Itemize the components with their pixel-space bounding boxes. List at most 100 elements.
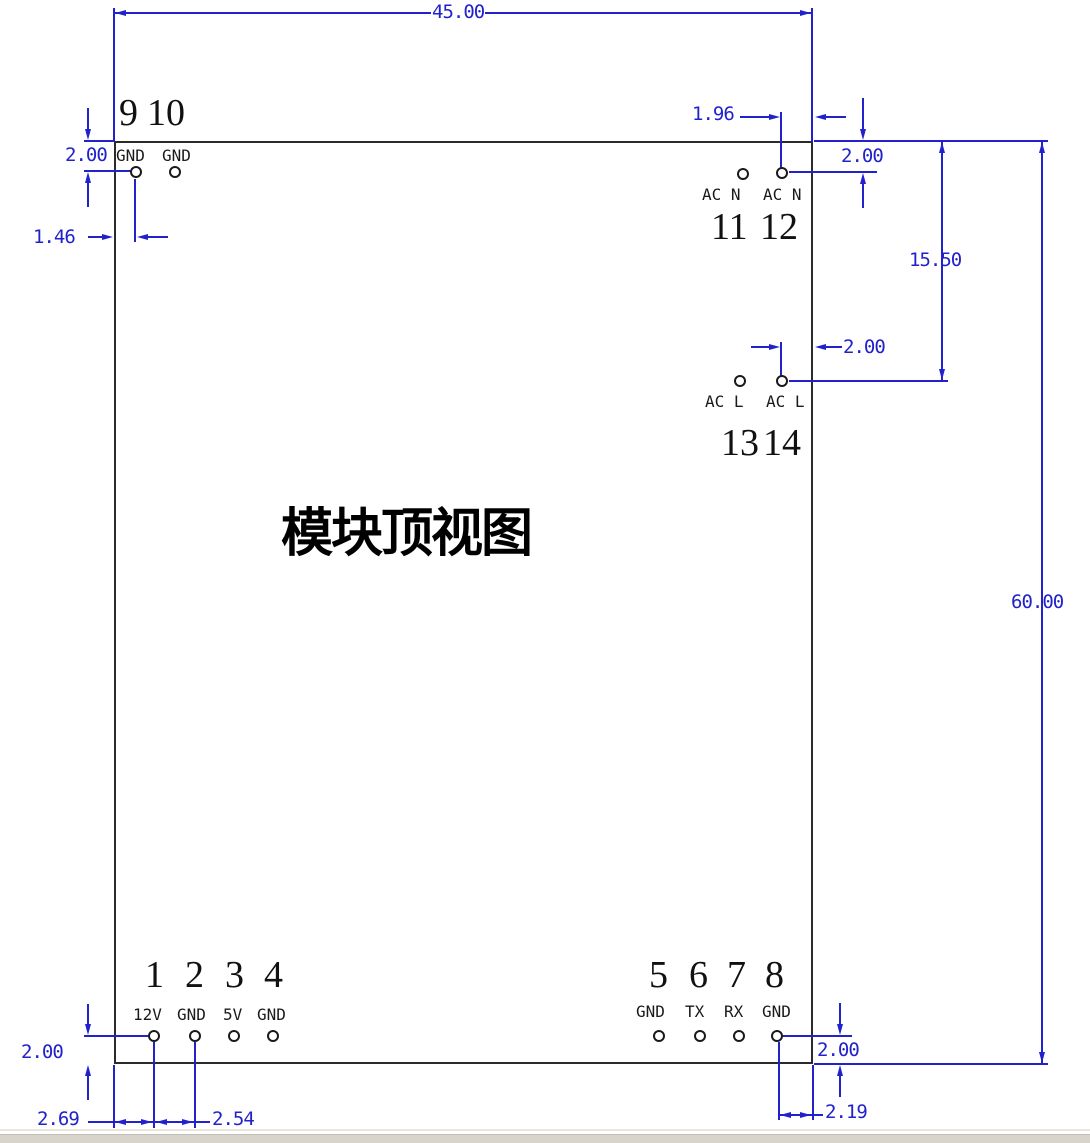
arrow-right-icon [141,1119,152,1125]
extension-line [789,171,877,173]
extension-line [134,179,136,242]
extension-line [194,1042,196,1128]
dimension-line [839,1003,841,1025]
dim-top-left-pin-x: 1.46 [32,226,76,248]
pin-label: AC L [705,392,744,411]
pin-number: 4 [264,954,283,996]
dim-pin12-y: 2.00 [840,145,884,167]
pin-hole-icon [776,167,788,179]
extension-line [811,8,813,142]
arrow-down-icon [1039,1052,1045,1063]
pin-number: 5 [649,954,668,996]
dim-board-height: 60.00 [1011,591,1064,613]
dimension-line [87,108,89,130]
arrow-left-icon [815,344,826,350]
dimension-line [826,346,842,348]
arrow-left-icon [780,1112,791,1118]
arrow-right-icon [102,234,113,240]
pin-hole-icon [653,1030,665,1042]
extension-line [789,380,948,382]
dimension-line [1041,141,1043,1064]
pin-label: GND [162,146,191,165]
extension-line [778,1042,780,1120]
arrow-down-icon [837,1024,843,1035]
arrow-up-icon [1039,142,1045,153]
pin-number: 1 [145,954,164,996]
pin-label: 5V [223,1005,243,1024]
arrow-up-icon [837,1065,843,1076]
dim-pin12-x: 1.96 [691,103,735,125]
dim-ac-row-spacing: 15.50 [909,249,962,271]
arrow-down-icon [860,129,866,140]
dim-pin-pitch: 2.54 [211,1108,255,1130]
arrow-left-icon [115,1119,126,1125]
pin-number: 11 [711,206,748,248]
arrow-left-icon [815,114,826,120]
arrow-left-icon [115,10,126,16]
arrow-up-icon [860,173,866,184]
dim-pin8-edge-x: 2.19 [824,1101,868,1123]
arrow-right-icon [800,1112,811,1118]
pin-hole-icon [148,1030,160,1042]
module-outline [114,141,813,1064]
pin-label: GND [116,146,145,165]
arrow-right-icon [182,1119,193,1125]
pin-label: GND [762,1002,791,1021]
pin-hole-icon [771,1030,783,1042]
dim-top-left-pin-y: 2.00 [64,144,108,166]
pin-number: 12 [760,206,798,248]
arrow-down-icon [85,129,91,140]
dimension-line [862,98,864,130]
arrow-left-icon [137,234,148,240]
drawing-title: 模块顶视图 [281,506,533,563]
extension-line [153,1042,155,1128]
window-edge-white [0,1131,1090,1134]
arrow-right-icon [769,344,780,350]
dimension-line [87,1004,89,1025]
dim-bottom-right-pin-y: 2.00 [816,1039,860,1061]
pin-hole-icon [733,1030,745,1042]
window-edge-highlight [0,1129,1090,1131]
pin-hole-icon [734,375,746,387]
pin-label: AC N [763,185,802,204]
extension-line [113,8,115,142]
dim-pin14-x: 2.00 [842,336,886,358]
pin-number: 6 [689,954,708,996]
pin-hole-icon [169,166,181,178]
dimension-line [839,1076,841,1097]
extension-line [113,1065,115,1128]
pin-number: 2 [185,954,204,996]
arrow-right-icon [800,10,811,16]
pin-hole-icon [228,1030,240,1042]
dimension-line [87,183,89,207]
pin-hole-icon [694,1030,706,1042]
extension-line [814,140,1048,142]
extension-line [814,1063,1048,1065]
pin-label: AC L [766,392,805,411]
pin-label: 12V [133,1005,162,1024]
dimension-line [87,1076,89,1100]
pin-hole-icon [130,166,142,178]
pin-label: GND [257,1005,286,1024]
pin-label: TX [685,1002,705,1021]
dimension-line [826,116,846,118]
arrow-up-icon [939,142,945,153]
pin-number: 3 [225,954,244,996]
dimension-line [148,236,168,238]
window-bottom-bar [0,1134,1090,1143]
pin-number: 10 [147,92,185,134]
dimension-line [751,346,771,348]
pin-number: 7 [727,954,746,996]
dimension-line [862,184,864,208]
pin-label: RX [724,1002,744,1021]
extension-line [780,342,782,376]
pin-hole-icon [737,168,749,180]
dimension-line [88,236,103,238]
pin-label: AC N [702,185,741,204]
dimension-line [941,141,943,381]
extension-line [84,170,131,172]
dimension-line [740,116,770,118]
extension-line [780,112,782,168]
arrow-right-icon [769,114,780,120]
